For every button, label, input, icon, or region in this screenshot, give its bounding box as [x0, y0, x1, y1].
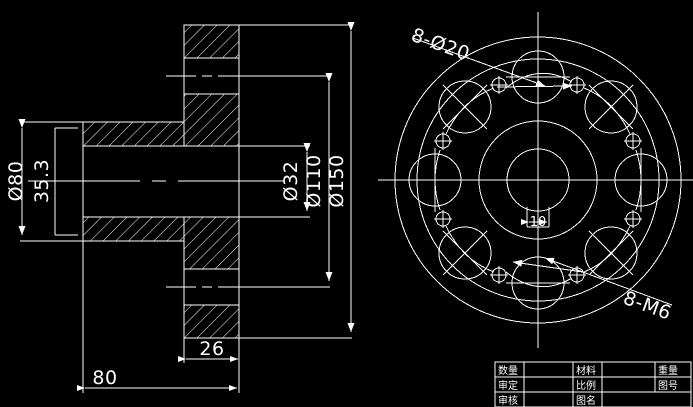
tb-r2-c1: 审核 — [498, 394, 518, 407]
title-block-outline — [494, 361, 692, 407]
dimtext-26: 26 — [199, 338, 224, 360]
hole-20-4-cl-b — [588, 230, 634, 276]
section-view-geometry — [20, 24, 352, 339]
tb-r2-c3: 图名 — [576, 394, 596, 407]
tb-r1-c1: 审定 — [498, 379, 518, 392]
hole-20-8 — [438, 80, 492, 134]
leader-8x20-b — [496, 82, 573, 90]
hole-m6-1 — [568, 76, 586, 94]
tb-r0-c3: 材料 — [576, 364, 596, 377]
hole-20-2 — [584, 80, 638, 134]
hatch-bottom-flange — [183, 304, 240, 339]
dimtext-80: 80 — [92, 367, 117, 389]
link-arc-bot-leftb — [445, 225, 495, 273]
dimtext-dia150: Ø150 — [326, 154, 348, 207]
label-keyway-10: 10 — [530, 215, 547, 230]
hole-m6-5 — [490, 266, 508, 284]
leader-8xm6 — [544, 257, 673, 306]
hole-20-2-cl-b — [588, 84, 634, 130]
m6-tapped-holes — [434, 76, 642, 284]
hole-m6-2 — [624, 132, 642, 150]
tb-r0-c1: 数量 — [498, 364, 518, 377]
section-dimension-lines — [18, 22, 355, 393]
link-arc-bot-right — [583, 225, 631, 273]
link-arc-right — [635, 149, 642, 211]
hatch-boss-lower — [183, 93, 240, 147]
front-view-geometry — [378, 12, 693, 348]
dimtext-dia110: Ø110 — [303, 154, 325, 207]
link-arc-top-right — [583, 87, 631, 135]
title-block-frame — [494, 361, 692, 407]
hole-m6-6 — [434, 210, 452, 228]
dimtext-dia32: Ø32 — [280, 161, 302, 202]
link-arc-top-left — [505, 72, 573, 89]
label-8xm6: 8-M6 — [620, 287, 674, 325]
label-8x20: 8-Ø20 — [408, 24, 472, 65]
keyway — [521, 207, 550, 228]
hatch-flange-lower — [183, 216, 240, 270]
tb-r0-c5: 重量 — [658, 364, 678, 377]
hole-link-arcs — [434, 72, 642, 288]
dimtext-dia80: Ø80 — [5, 161, 27, 202]
tb-r1-c3: 比例 — [576, 379, 596, 392]
hatch-shaft-upper — [82, 121, 185, 147]
hole-m6-8 — [490, 76, 508, 94]
hatch-shaft-lower — [82, 216, 185, 242]
hole-m6-4 — [568, 266, 586, 284]
title-block-text: 数量 材料 重量 审定 比例 图号 审核 图名 — [498, 364, 678, 407]
link-arc-top-leftb — [445, 87, 495, 135]
hole-20-4 — [584, 226, 638, 280]
hole-20-6 — [438, 226, 492, 280]
link-arc-left — [434, 149, 441, 211]
hatch-top-boss — [183, 24, 240, 59]
hole-m6-3 — [624, 210, 642, 228]
link-arc-bot-left — [505, 271, 573, 288]
leader-8xm6-b — [512, 259, 584, 273]
dimtext-353: 35.3 — [31, 159, 53, 203]
tb-r1-c5: 图号 — [658, 380, 678, 392]
hole-m6-7 — [434, 132, 452, 150]
leader-8x20 — [412, 37, 546, 87]
